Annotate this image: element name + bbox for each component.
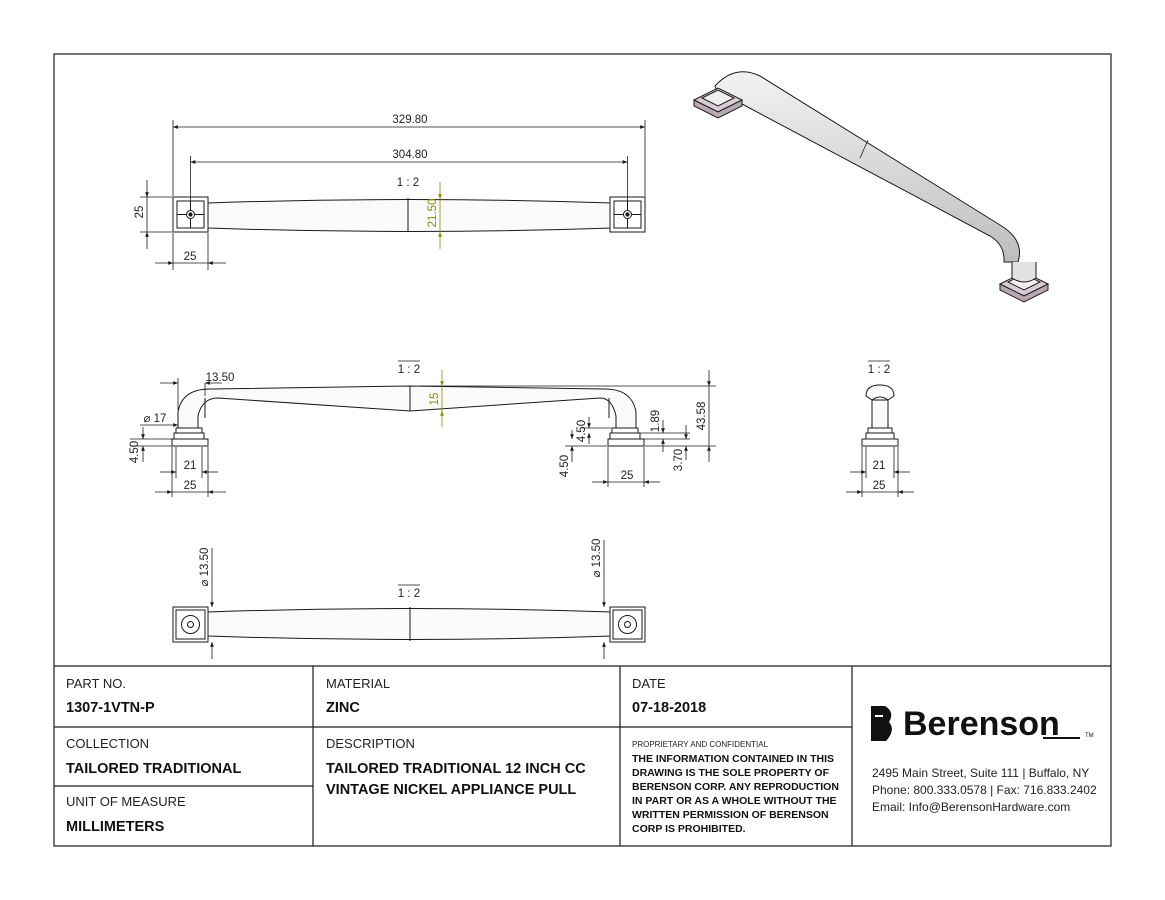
material-label: MATERIAL xyxy=(326,676,390,691)
trademark: TM xyxy=(1085,733,1094,739)
berenson-logo: Berenson TM xyxy=(871,705,1094,743)
dim-inner-base-end: 21 xyxy=(873,460,886,472)
bottom-view-scale: 1 : 2 xyxy=(398,588,420,600)
date-label: DATE xyxy=(632,676,666,691)
end-view xyxy=(861,384,899,447)
proprietary-line-5: WRITTEN PERMISSION OF BERENSON xyxy=(632,809,829,821)
dim-inner-base-left: 21 xyxy=(184,460,197,472)
dim-center-to-center: 304.80 xyxy=(392,149,427,161)
dim-base-tier-right-lower: 4.50 xyxy=(559,455,571,477)
dim-base-width-side: 25 xyxy=(184,480,197,492)
top-view-dimensions xyxy=(140,120,646,270)
description-line-2: VINTAGE NICKEL APPLIANCE PULL xyxy=(326,782,576,798)
dim-grip-width: 21.50 xyxy=(427,199,439,228)
bottom-view xyxy=(172,606,646,643)
handle-3d-render xyxy=(692,71,1050,303)
material-value: ZINC xyxy=(326,700,360,716)
proprietary-line-3: BERENSON CORP. ANY REPRODUCTION xyxy=(632,781,839,793)
top-view-scale: 1 : 2 xyxy=(397,177,419,189)
proprietary-line-6: CORP IS PROHIBITED. xyxy=(632,823,746,835)
proprietary-title: PROPRIETARY AND CONFIDENTIAL xyxy=(632,740,769,749)
title-block-grid xyxy=(54,665,1111,846)
part-no-value: 1307-1VTN-P xyxy=(66,700,155,716)
company-email: Email: Info@BerensonHardware.com xyxy=(872,800,1070,814)
dim-step-b: 3.70 xyxy=(673,449,685,471)
end-view-scale: 1 : 2 xyxy=(868,364,890,376)
description-line-1: TAILORED TRADITIONAL 12 INCH CC xyxy=(326,761,586,777)
end-view-dimensions xyxy=(846,360,914,497)
company-phone: Phone: 800.333.0578 | Fax: 716.833.2402 xyxy=(872,783,1097,797)
dim-base-tier-left: 4.50 xyxy=(129,441,141,463)
dim-overall-length: 329.80 xyxy=(392,114,427,126)
dim-step-a: 1.89 xyxy=(650,410,662,432)
collection-label: COLLECTION xyxy=(66,736,149,751)
part-no-label: PART NO. xyxy=(66,676,126,691)
berenson-logo-icon xyxy=(871,706,892,741)
dim-bottom-dia-right: ⌀ 13.50 xyxy=(591,539,603,578)
sheet-border xyxy=(53,53,1112,847)
dim-base-width-right: 25 xyxy=(621,470,634,482)
unit-value: MILLIMETERS xyxy=(66,819,165,835)
top-view xyxy=(172,196,646,233)
dim-grip-height: 15 xyxy=(429,393,441,406)
dim-base-width: 25 xyxy=(184,251,197,263)
dim-base-tier-right-upper: 4.50 xyxy=(576,420,588,442)
dim-base-height: 25 xyxy=(134,206,146,219)
dim-base-width-end: 25 xyxy=(873,480,886,492)
proprietary-line-1: THE INFORMATION CONTAINED IN THIS xyxy=(632,753,834,765)
company-name: Berenson xyxy=(903,705,1060,743)
dim-post-diameter: ⌀ 17 xyxy=(144,413,167,425)
proprietary-line-2: DRAWING IS THE SOLE PROPERTY OF xyxy=(632,767,830,779)
unit-label: UNIT OF MEASURE xyxy=(66,794,186,809)
dim-post-offset: 13.50 xyxy=(206,372,235,384)
side-view xyxy=(171,385,645,447)
company-address: 2495 Main Street, Suite 111 | Buffalo, N… xyxy=(872,766,1089,780)
date-value: 07-18-2018 xyxy=(632,700,706,716)
side-view-dimensions xyxy=(130,360,716,497)
dim-total-height: 43.58 xyxy=(696,402,708,431)
side-view-scale: 1 : 2 xyxy=(398,364,420,376)
bottom-view-dimensions xyxy=(210,540,606,659)
proprietary-line-4: IN PART OR AS A WHOLE WITHOUT THE xyxy=(632,795,837,807)
dim-bottom-dia-left: ⌀ 13.50 xyxy=(199,548,211,587)
collection-value: TAILORED TRADITIONAL xyxy=(66,761,241,777)
description-label: DESCRIPTION xyxy=(326,736,415,751)
